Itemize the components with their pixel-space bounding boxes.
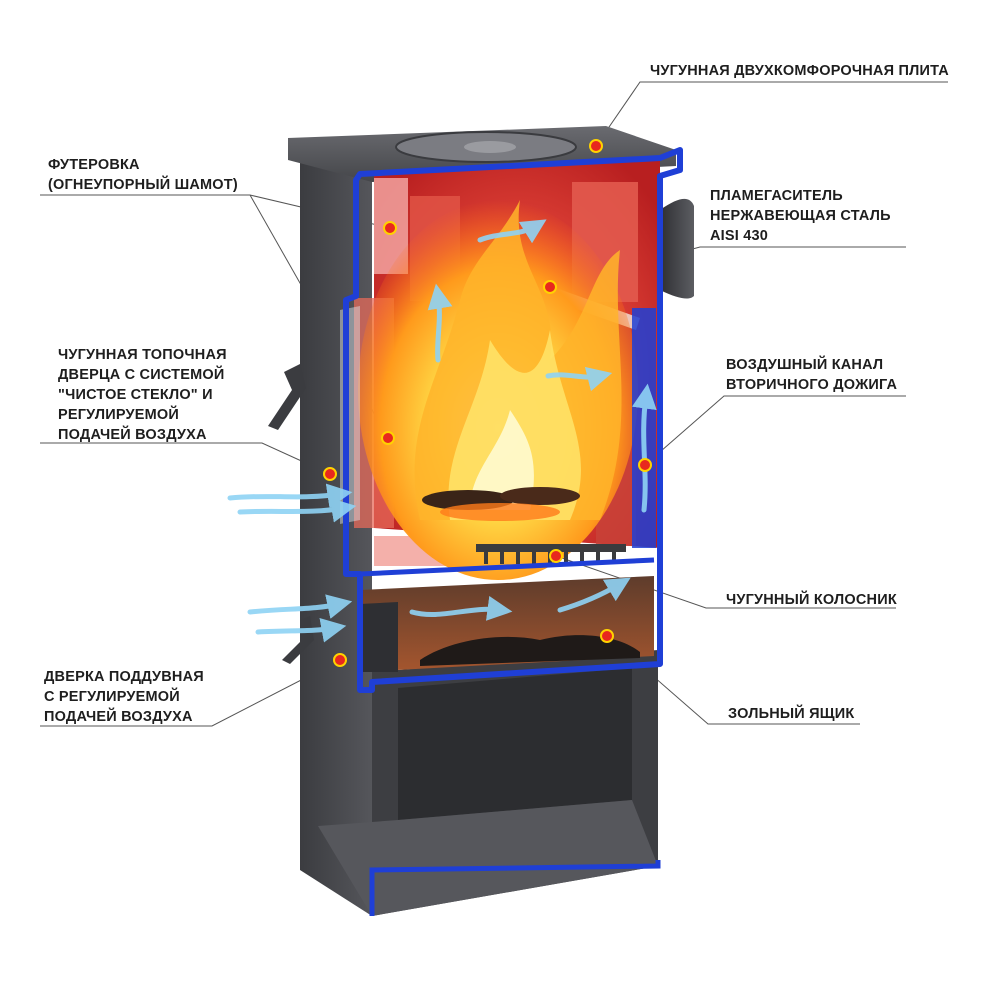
label-air-channel-line-2: ВТОРИЧНОГО ДОЖИГА <box>726 377 898 393</box>
leader-lines <box>40 81 948 727</box>
firebox-door-handle <box>268 364 306 430</box>
label-lining: ФУТЕРОВКА (ОГНЕУПОРНЫЙ ШАМОТ) <box>48 155 238 195</box>
label-grate: ЧУГУННЫЙ КОЛОСНИК <box>726 590 897 610</box>
section-bottom-edge <box>369 860 661 916</box>
storage-niche-floor <box>318 800 658 916</box>
marker-lining-upper <box>383 221 397 235</box>
section-outline <box>343 147 683 693</box>
callout-markers <box>323 139 652 667</box>
label-flame-arrester-line-2: НЕРЖАВЕЮЩАЯ СТАЛЬ <box>710 208 891 224</box>
flue-pipe <box>660 198 694 299</box>
label-flame-arrester: ПЛАМЕГАСИТЕЛЬ НЕРЖАВЕЮЩАЯ СТАЛЬ AISI 430 <box>710 186 891 246</box>
label-firebox-door-line-1: ЧУГУННАЯ ТОПОЧНАЯ <box>58 347 227 363</box>
marker-ash-door <box>333 653 347 667</box>
label-ash-box: ЗОЛЬНЫЙ ЯЩИК <box>728 704 854 724</box>
stove-left-face <box>300 152 372 916</box>
flames <box>358 200 638 580</box>
label-lining-line-1: ФУТЕРОВКА <box>48 157 140 173</box>
door-handles <box>268 364 314 664</box>
section-inner-divider <box>359 557 655 577</box>
label-firebox-door: ЧУГУННАЯ ТОПОЧНАЯ ДВЕРЦА С СИСТЕМОЙ "ЧИС… <box>58 345 227 445</box>
marker-cooktop <box>589 139 603 153</box>
label-ash-door-line-1: ДВЕРКА ПОДДУВНАЯ <box>44 669 204 685</box>
marker-ash-box <box>600 629 614 643</box>
label-cooktop: ЧУГУННАЯ ДВУХКОМФОРОЧНАЯ ПЛИТА <box>650 61 949 81</box>
leader-cooktop <box>595 81 948 147</box>
leader-air-channel <box>644 395 906 466</box>
marker-firebox-door <box>323 467 337 481</box>
label-air-channel-line-1: ВОЗДУШНЫЙ КАНАЛ <box>726 357 884 373</box>
label-ash-box-line-1: ЗОЛЬНЫЙ ЯЩИК <box>728 706 855 722</box>
storage-niche-back <box>398 668 632 820</box>
label-firebox-door-line-4: РЕГУЛИРУЕМОЙ <box>58 407 179 423</box>
leader-ash-door <box>40 659 341 727</box>
label-air-channel: ВОЗДУШНЫЙ КАНАЛ ВТОРИЧНОГО ДОЖИГА <box>726 355 897 395</box>
marker-air-channel <box>638 458 652 472</box>
label-flame-arrester-line-1: ПЛАМЕГАСИТЕЛЬ <box>710 188 843 204</box>
marker-flame-arrester <box>543 280 557 294</box>
label-firebox-door-line-5: ПОДАЧЕЙ ВОЗДУХА <box>58 427 207 443</box>
marker-lining-lower <box>381 431 395 445</box>
burner-lid <box>464 141 516 153</box>
label-ash-door-line-2: С РЕГУЛИРУЕМОЙ <box>44 689 180 705</box>
leader-firebox-door <box>40 442 331 475</box>
leader-grate <box>555 555 896 609</box>
label-cooktop-line-1: ЧУГУННАЯ ДВУХКОМФОРОЧНАЯ ПЛИТА <box>650 63 949 79</box>
label-firebox-door-line-3: "ЧИСТОЕ СТЕКЛО" И <box>58 387 213 403</box>
label-lining-line-2: (ОГНЕУПОРНЫЙ ШАМОТ) <box>48 177 238 193</box>
airflow-arrows <box>227 219 657 643</box>
label-ash-door-line-3: ПОДАЧЕЙ ВОЗДУХА <box>44 709 193 725</box>
label-grate-line-1: ЧУГУННЫЙ КОЛОСНИК <box>726 592 897 608</box>
ash-pile <box>420 635 640 666</box>
marker-grate <box>549 549 563 563</box>
burning-logs <box>422 487 580 521</box>
label-flame-arrester-line-3: AISI 430 <box>710 228 769 244</box>
ash-door-handle <box>282 616 314 664</box>
label-ash-door: ДВЕРКА ПОДДУВНАЯ С РЕГУЛИРУЕМОЙ ПОДАЧЕЙ … <box>44 667 204 727</box>
label-firebox-door-line-2: ДВЕРЦА С СИСТЕМОЙ <box>58 367 225 383</box>
ash-box-front <box>360 602 398 672</box>
